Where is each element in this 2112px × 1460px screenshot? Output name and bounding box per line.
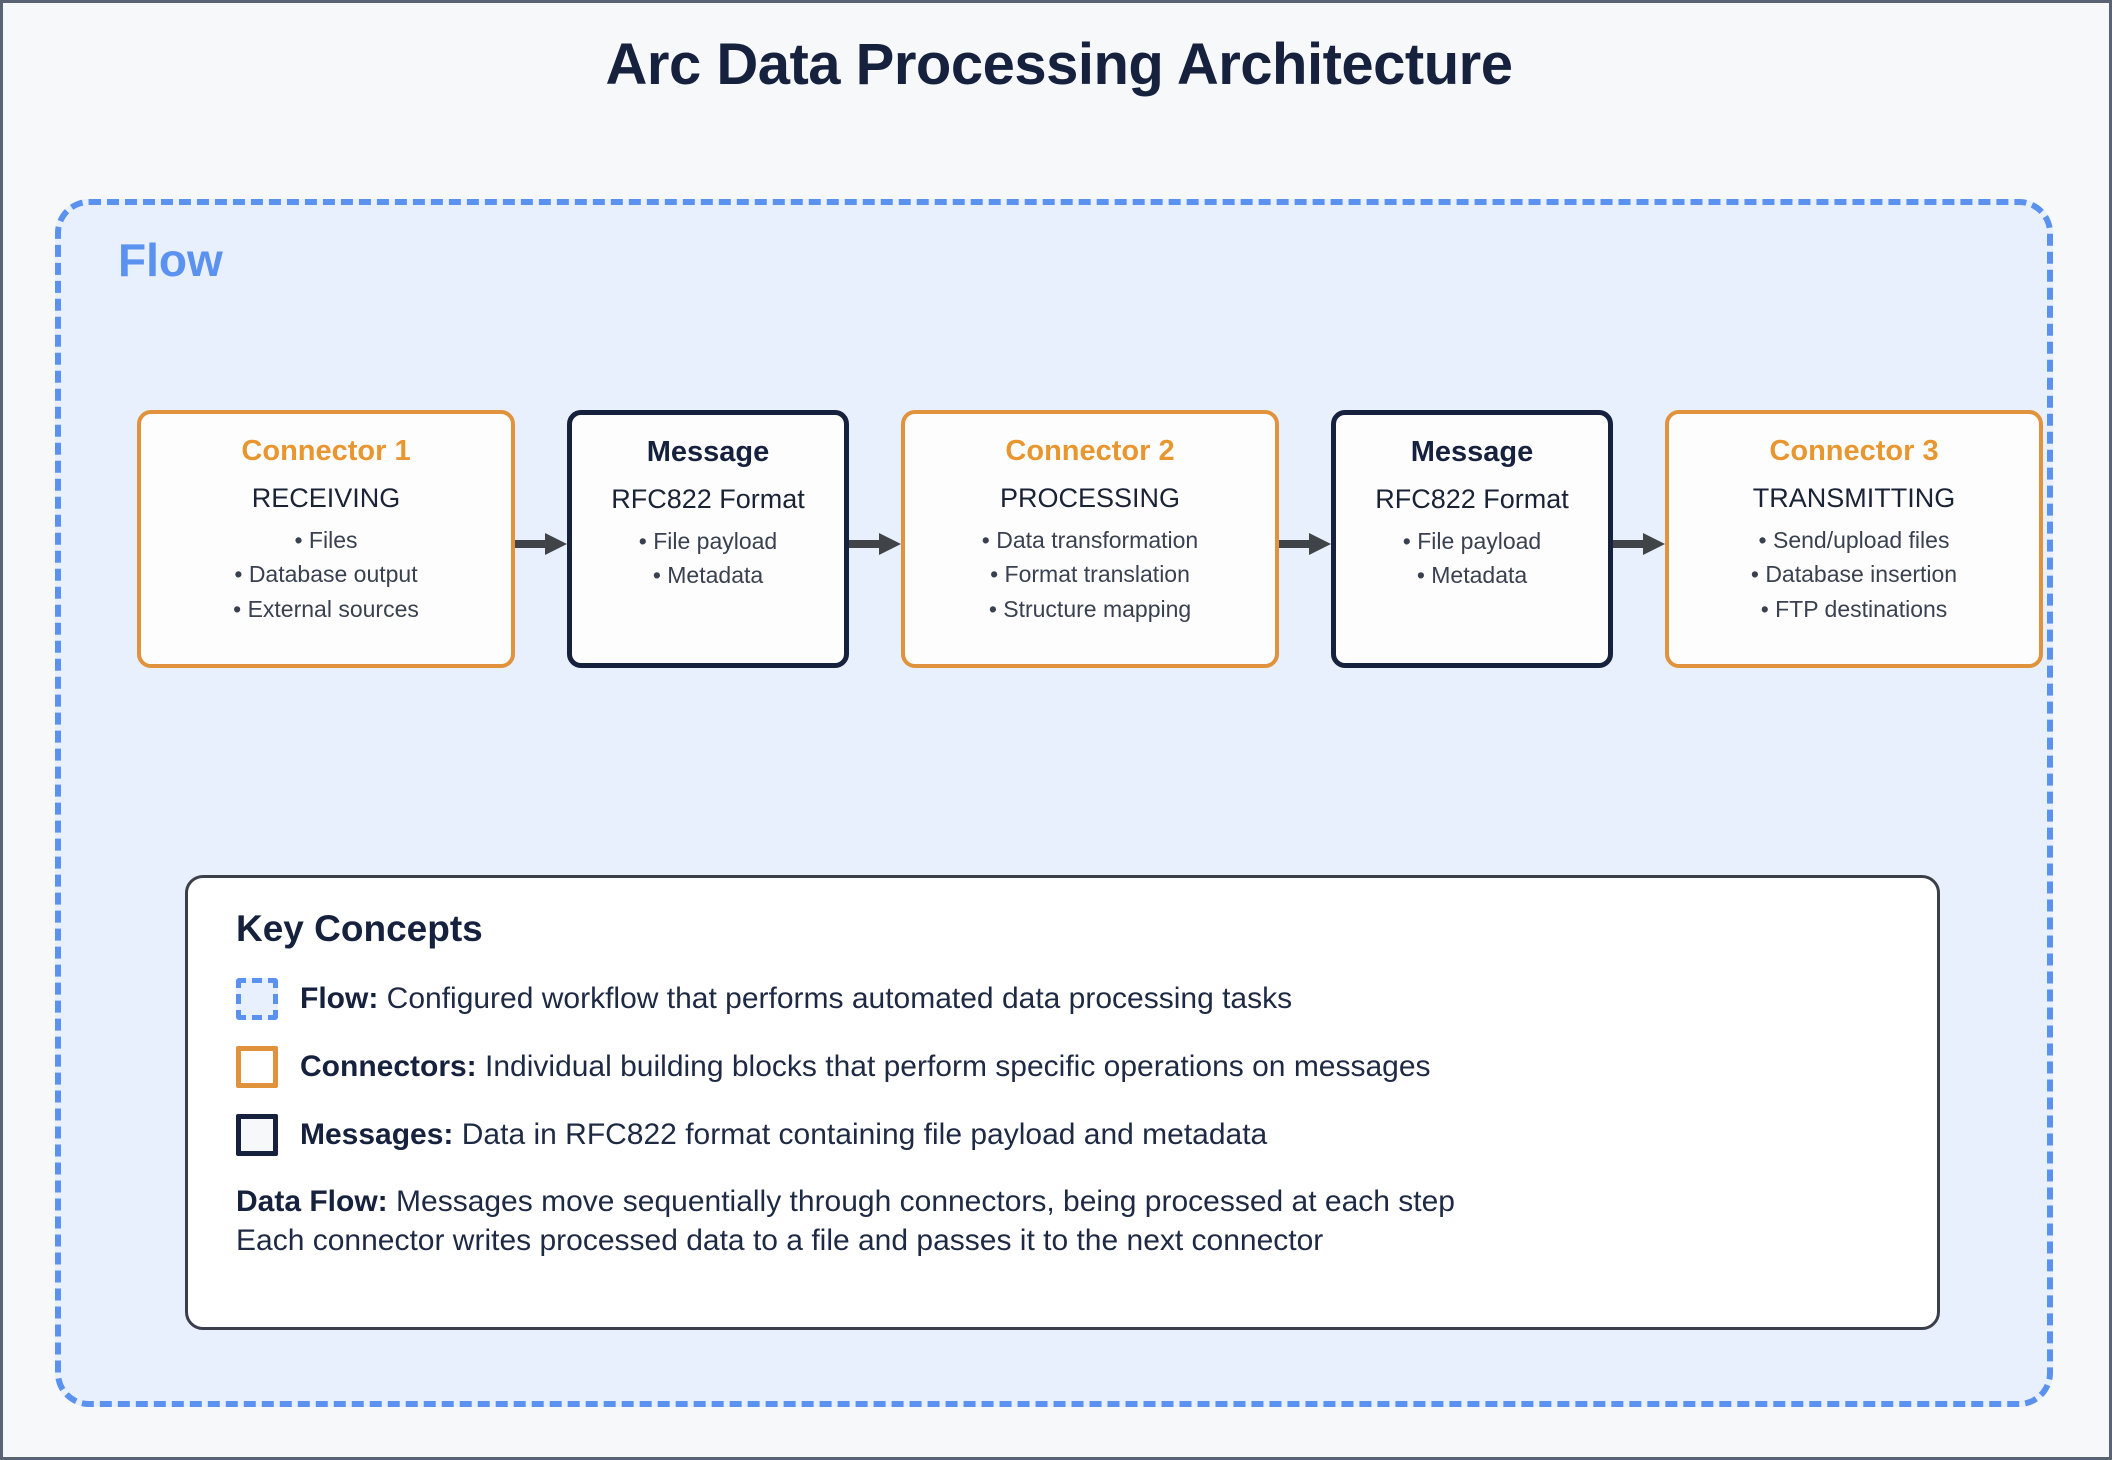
node-subtitle: PROCESSING (999, 482, 1181, 513)
node-bullet: • Database output (234, 561, 418, 588)
arrow-shaft (1613, 540, 1647, 548)
node-connector-1[interactable]: Connector 1 RECEIVING • Files • Database… (137, 410, 515, 668)
node-bullet: • Metadata (652, 562, 764, 589)
node-title: Connector 2 (1005, 435, 1175, 467)
node-subtitle: TRANSMITTING (1752, 482, 1956, 513)
arrow-shaft (515, 540, 549, 548)
data-flow-line-1: Messages move sequentially through conne… (396, 1185, 1455, 1218)
connector-swatch-icon (236, 1046, 278, 1088)
arrow-head (545, 533, 567, 555)
arrow-right-icon (849, 533, 901, 555)
key-concepts-title: Key Concepts (236, 908, 483, 949)
node-title: Connector 1 (241, 435, 411, 467)
flow-container: Flow Connector 1 RECEIVING • Files • Dat… (55, 199, 2053, 1407)
data-flow-term: Data Flow: (236, 1185, 388, 1218)
node-bullet: • File payload (638, 527, 778, 554)
node-title: Connector 3 (1769, 435, 1939, 467)
legend-description: Configured workflow that performs automa… (386, 982, 1293, 1015)
node-bullet: • Structure mapping (988, 596, 1192, 623)
arrow-right-icon (1279, 533, 1331, 555)
node-bullets: • File payload • Metadata (1402, 527, 1542, 590)
legend-term: Messages: (300, 1118, 454, 1151)
legend-text: Flow: Configured workflow that performs … (300, 981, 1292, 1017)
arrow-head (1309, 533, 1331, 555)
node-bullets: • Send/upload files • Database insertion… (1750, 526, 1958, 623)
node-bullet: • Send/upload files (1758, 526, 1950, 553)
node-connector-2[interactable]: Connector 2 PROCESSING • Data transforma… (901, 410, 1279, 668)
node-subtitle: RFC822 Format (1375, 483, 1569, 514)
node-message-1[interactable]: Message RFC822 Format • File payload • M… (567, 410, 849, 668)
node-bullet: • Metadata (1416, 562, 1528, 589)
flow-swatch-icon (236, 978, 278, 1020)
node-title: Message (1410, 436, 1534, 468)
message-swatch-icon (236, 1114, 278, 1156)
key-concepts-panel: Key Concepts Flow: Configured workflow t… (185, 875, 1940, 1330)
node-bullet: • External sources (233, 596, 419, 623)
legend-text: Connectors: Individual building blocks t… (300, 1049, 1431, 1085)
data-flow-note: Data Flow: Messages move sequentially th… (236, 1182, 1889, 1260)
node-bullet: • Files (294, 526, 358, 553)
legend-item-messages: Messages: Data in RFC822 format containi… (236, 1114, 1889, 1156)
node-subtitle: RECEIVING (251, 482, 401, 513)
arrow-shaft (849, 540, 883, 548)
node-bullet: • Database insertion (1750, 561, 1958, 588)
legend-description: Individual building blocks that perform … (485, 1050, 1431, 1083)
legend-description: Data in RFC822 format containing file pa… (461, 1118, 1268, 1151)
legend-term: Connectors: (300, 1050, 477, 1083)
node-connector-3[interactable]: Connector 3 TRANSMITTING • Send/upload f… (1665, 410, 2043, 668)
node-bullet: • FTP destinations (1760, 596, 1948, 623)
node-bullet: • Data transformation (981, 526, 1199, 553)
legend-item-flow: Flow: Configured workflow that performs … (236, 978, 1889, 1020)
pipeline-row: Connector 1 RECEIVING • Files • Database… (137, 409, 2043, 669)
node-bullets: • Data transformation • Format translati… (981, 526, 1199, 623)
page-title: Arc Data Processing Architecture (605, 32, 1513, 97)
arrow-head (879, 533, 901, 555)
node-bullets: • Files • Database output • External sou… (233, 526, 419, 623)
node-message-2[interactable]: Message RFC822 Format • File payload • M… (1331, 410, 1613, 668)
node-bullets: • File payload • Metadata (638, 527, 778, 590)
legend-term: Flow: (300, 982, 379, 1015)
node-bullet: • Format translation (990, 561, 1190, 588)
arrow-right-icon (1613, 533, 1665, 555)
node-subtitle: RFC822 Format (611, 483, 805, 514)
data-flow-line-2: Each connector writes processed data to … (236, 1224, 1324, 1257)
node-title: Message (646, 436, 770, 468)
node-bullet: • File payload (1402, 527, 1542, 554)
arrow-head (1643, 533, 1665, 555)
arrow-right-icon (515, 533, 567, 555)
flow-label: Flow (118, 234, 223, 286)
legend-text: Messages: Data in RFC822 format containi… (300, 1117, 1267, 1153)
legend-item-connectors: Connectors: Individual building blocks t… (236, 1046, 1889, 1088)
arrow-shaft (1279, 540, 1313, 548)
